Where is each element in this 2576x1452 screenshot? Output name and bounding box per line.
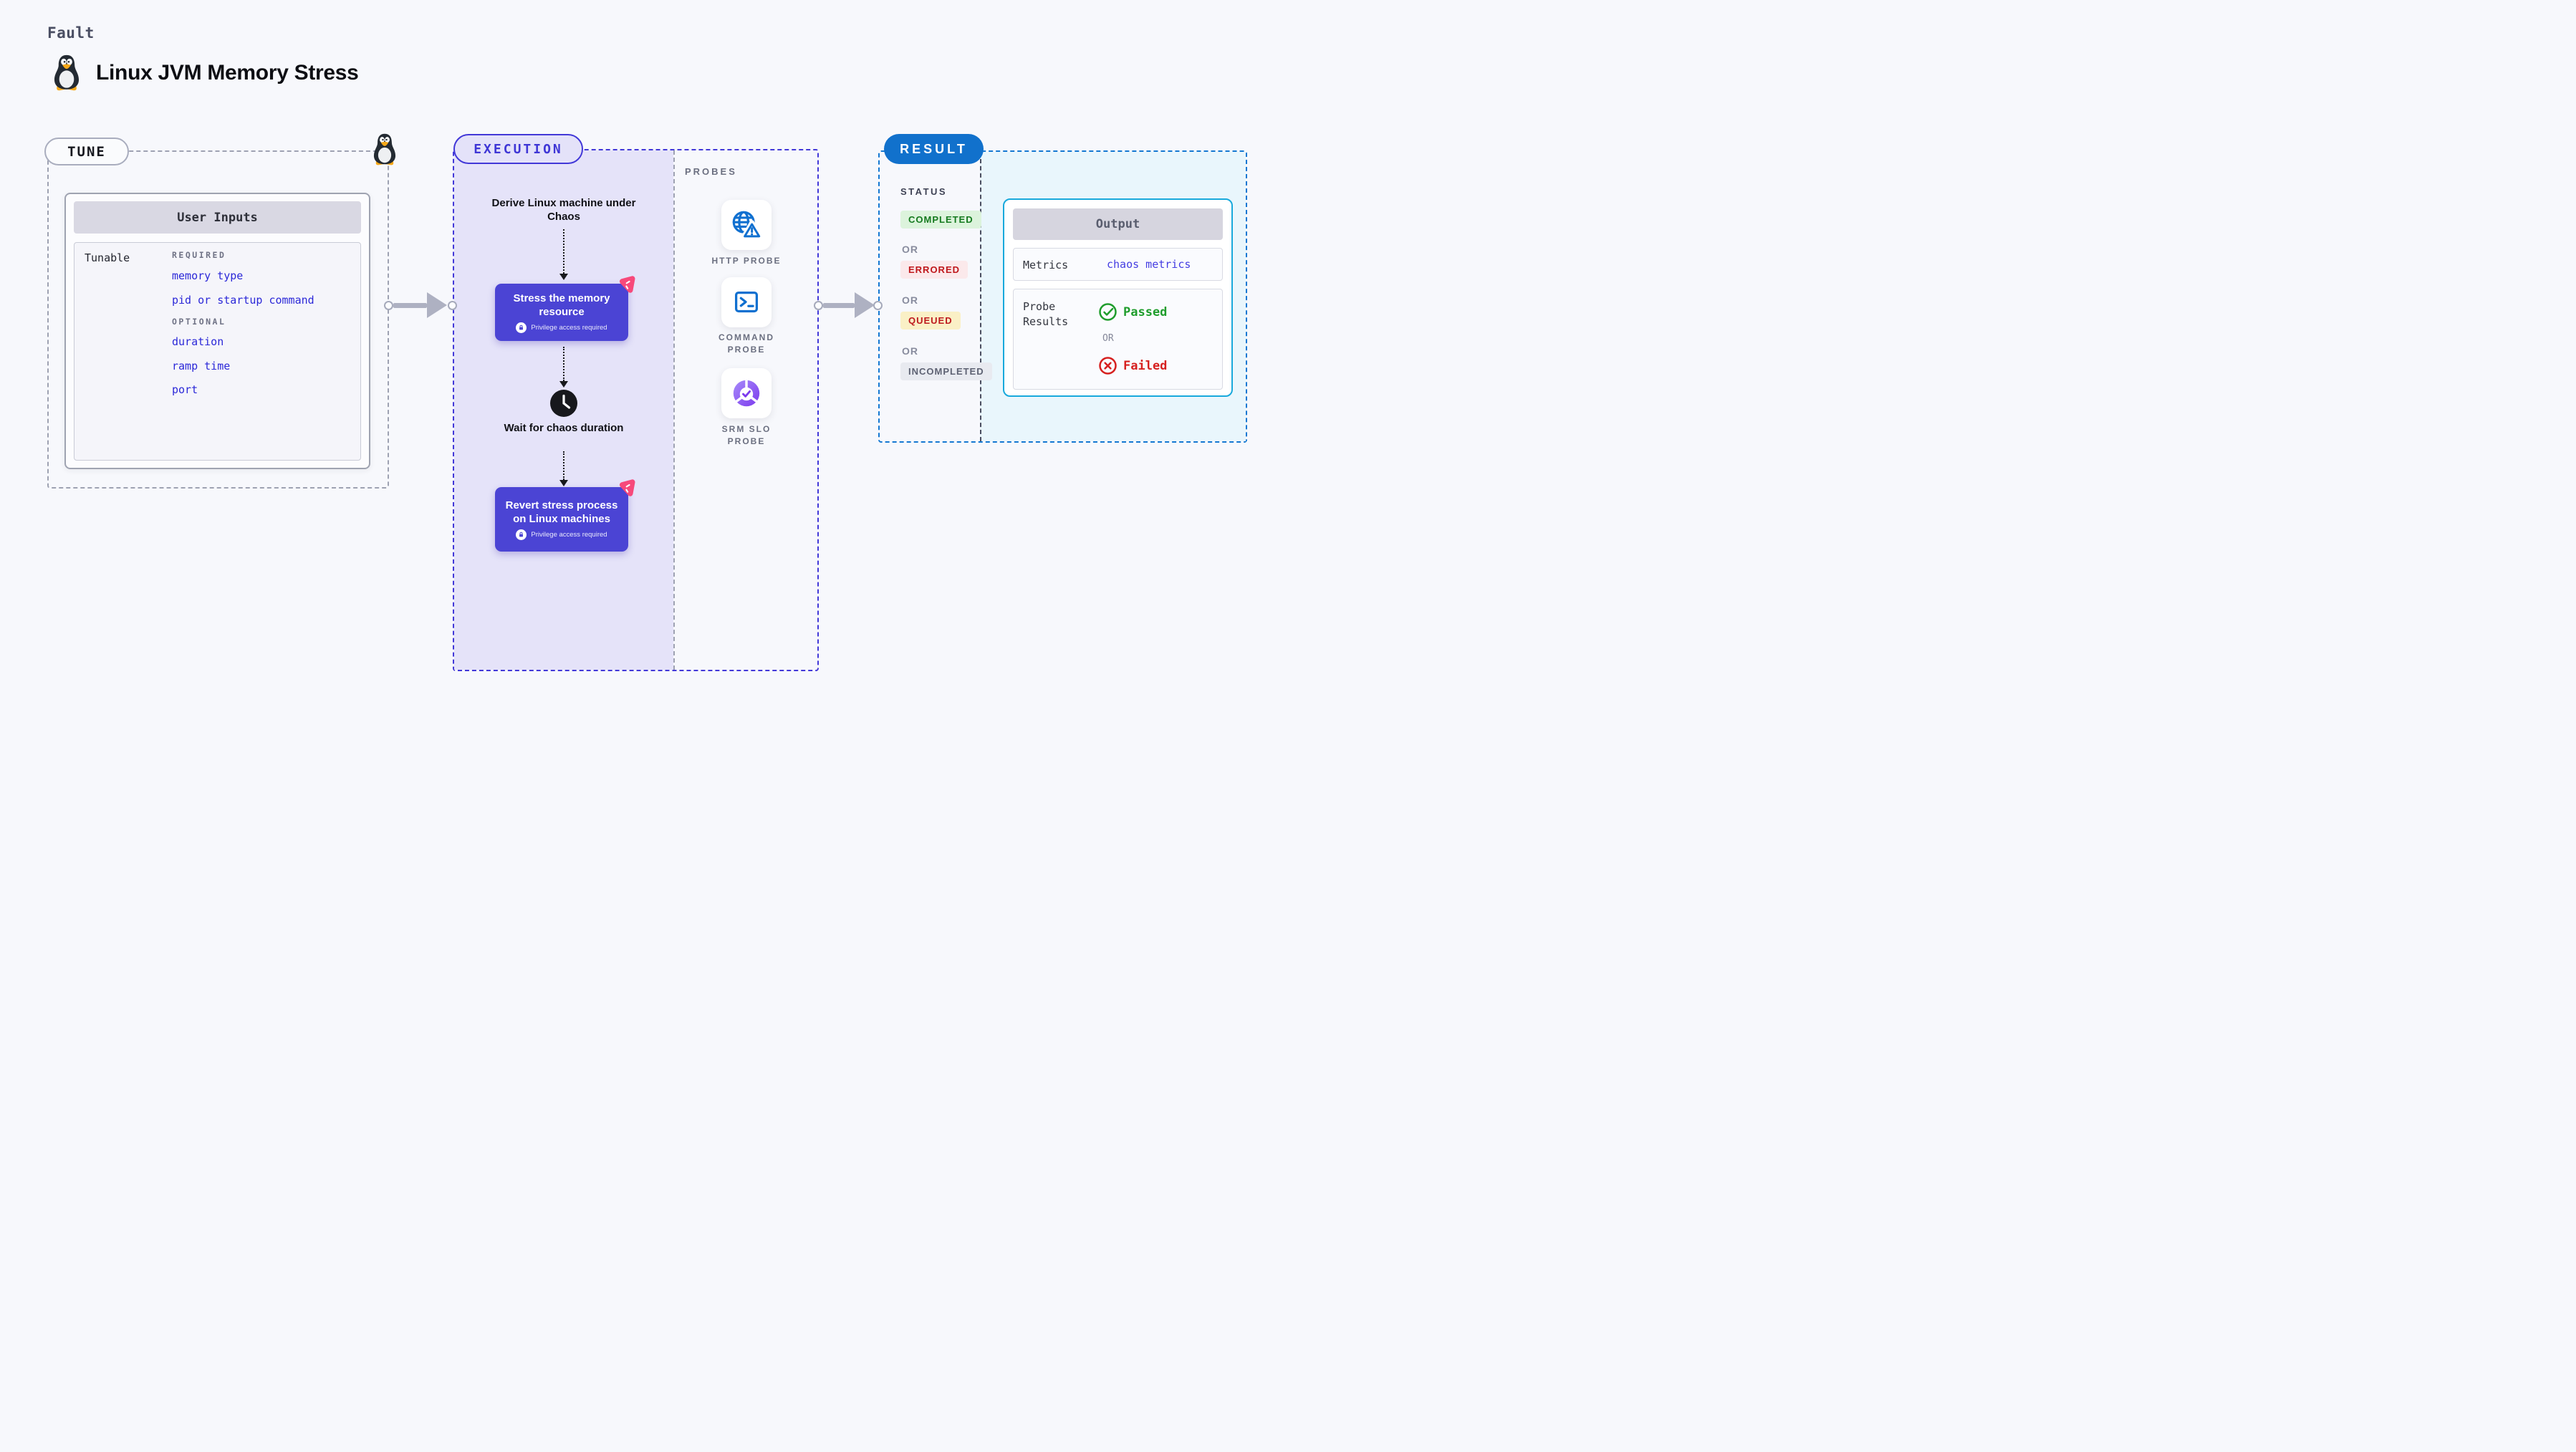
slo-pie-check-icon <box>730 377 763 410</box>
lock-icon <box>516 529 527 540</box>
chaos-pinwheel-icon <box>616 274 639 297</box>
passed-check-icon <box>1098 302 1118 322</box>
failed-label: Failed <box>1123 359 1168 373</box>
tunable-link-pid-or-startup-command[interactable]: pid or startup command <box>172 294 314 307</box>
result-input-connector <box>873 301 883 310</box>
or-separator: OR <box>902 294 918 306</box>
page-title: Linux JVM Memory Stress <box>96 61 359 85</box>
privilege-note: Privilege access required <box>531 531 607 539</box>
revert-stress-node[interactable]: Revert stress process on Linux machines … <box>495 487 628 552</box>
flow-arrowhead-3 <box>559 480 568 486</box>
clock-icon <box>550 390 577 417</box>
execution-to-result-arrow <box>823 303 855 308</box>
lock-icon <box>516 322 527 333</box>
metrics-row: Metrics chaos metrics <box>1013 248 1223 281</box>
status-badge-incompleted: INCOMPLETED <box>900 362 992 380</box>
privilege-row: Privilege access required <box>516 322 607 333</box>
fault-kicker: Fault <box>47 24 95 42</box>
stress-memory-title: Stress the memory resource <box>513 292 610 318</box>
stress-memory-node[interactable]: Stress the memory resource Privilege acc… <box>495 284 628 341</box>
command-probe-label: COMMAND PROBE <box>719 332 774 355</box>
probes-section-label: PROBES <box>685 166 737 177</box>
output-header: Output <box>1013 208 1223 240</box>
wait-step-text: Wait for chaos duration <box>504 422 624 434</box>
terminal-icon <box>730 286 763 319</box>
chaos-pinwheel-icon <box>616 477 639 500</box>
probes-partition-line <box>673 150 675 670</box>
passed-label: Passed <box>1123 305 1168 319</box>
optional-section-label: OPTIONAL <box>172 317 226 327</box>
fault-diagram: Fault Linux JVM Memory Stress TUNE User … <box>0 0 1288 726</box>
metrics-label: Metrics <box>1023 259 1069 271</box>
execution-section-box: Derive Linux machine under Chaos Stress … <box>453 149 819 671</box>
tune-output-connector <box>384 301 393 310</box>
or-separator: OR <box>902 345 918 357</box>
tunable-row-label: Tunable <box>85 251 130 264</box>
tunable-link-ramp-time[interactable]: ramp time <box>172 360 231 372</box>
tune-pill: TUNE <box>44 138 129 165</box>
or-separator: OR <box>1102 333 1114 344</box>
page-title-row: Linux JVM Memory Stress <box>47 54 359 92</box>
result-pill: RESULT <box>884 134 984 164</box>
privilege-row: Privilege access required <box>516 529 607 540</box>
flow-connector-3 <box>563 451 564 480</box>
tunable-link-duration[interactable]: duration <box>172 335 224 348</box>
http-probe-label: HTTP PROBE <box>711 256 782 266</box>
status-badge-queued: QUEUED <box>900 312 961 330</box>
tunable-link-memory-type[interactable]: memory type <box>172 269 244 282</box>
user-inputs-table: User Inputs Tunable REQUIRED memory type… <box>64 193 370 469</box>
derive-step-text: Derive Linux machine under Chaos <box>491 197 636 223</box>
tune-section-box <box>47 150 389 489</box>
execution-to-result-arrowhead <box>855 292 875 318</box>
failed-x-icon <box>1098 356 1118 375</box>
srm-slo-probe-card <box>721 368 772 418</box>
status-column-label: STATUS <box>900 186 948 197</box>
command-probe-card <box>721 277 772 327</box>
probe-results-label: Probe Results <box>1023 300 1069 328</box>
probe-results-row: Probe Results Passed OR Failed <box>1013 289 1223 390</box>
flow-connector-1 <box>563 229 564 274</box>
or-separator: OR <box>902 244 918 255</box>
execution-input-connector <box>448 301 457 310</box>
required-section-label: REQUIRED <box>172 250 226 260</box>
user-inputs-header: User Inputs <box>74 201 361 234</box>
srm-slo-probe-label: SRM SLO PROBE <box>721 424 772 446</box>
tune-to-execution-arrow <box>393 303 427 308</box>
status-partition-line <box>980 152 981 441</box>
status-badge-completed: COMPLETED <box>900 211 981 229</box>
tune-to-execution-arrowhead <box>427 292 447 318</box>
globe-warning-icon <box>730 208 763 241</box>
execution-output-connector <box>814 301 823 310</box>
flow-connector-2 <box>563 347 564 381</box>
tux-penguin-icon <box>47 54 86 92</box>
execution-pill: EXECUTION <box>453 134 583 164</box>
http-probe-card <box>721 200 772 250</box>
privilege-note: Privilege access required <box>531 324 607 332</box>
metrics-value-link[interactable]: chaos metrics <box>1107 258 1191 271</box>
revert-stress-title: Revert stress process on Linux machines <box>505 499 618 525</box>
tux-penguin-icon <box>370 133 400 166</box>
output-card: Output Metrics chaos metrics Probe Resul… <box>1003 198 1233 397</box>
flow-arrowhead-1 <box>559 274 568 280</box>
flow-arrowhead-2 <box>559 381 568 388</box>
user-inputs-body: Tunable REQUIRED memory type pid or star… <box>74 242 361 461</box>
status-badge-errored: ERRORED <box>900 261 969 279</box>
tunable-link-port[interactable]: port <box>172 383 198 396</box>
